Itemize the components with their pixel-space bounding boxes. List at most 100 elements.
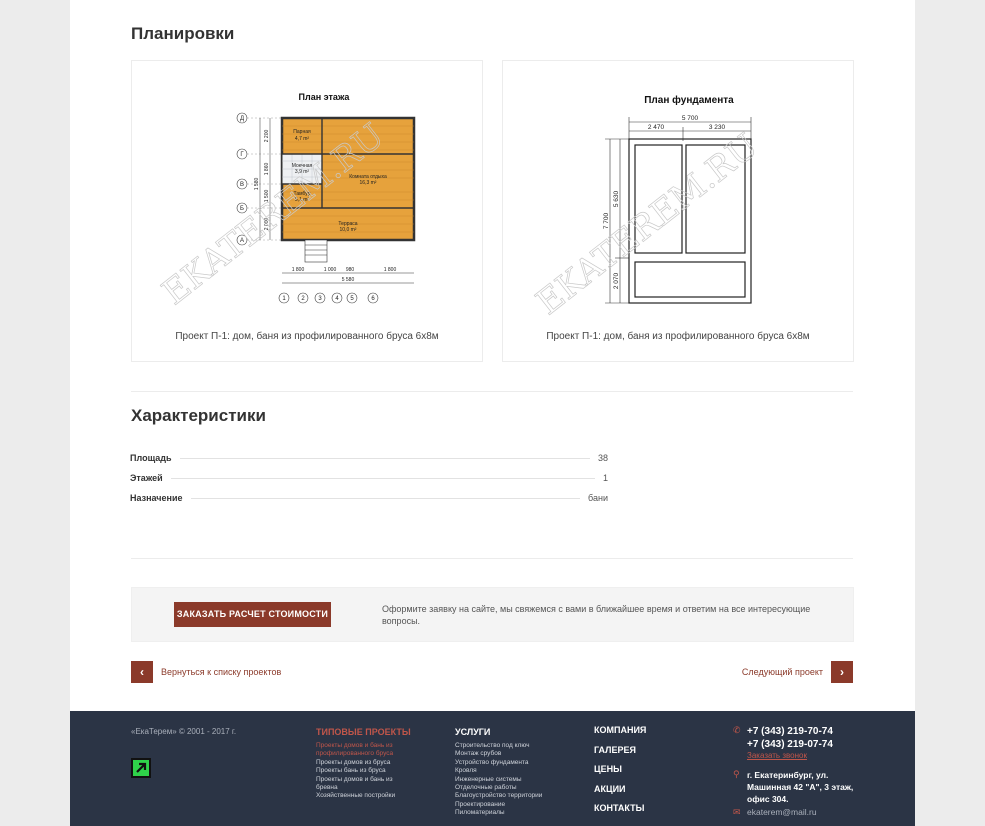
dim-label: 7 700 xyxy=(603,212,610,229)
request-panel: Заказать расчет стоимости Оформите заявк… xyxy=(131,587,854,642)
watermark-text: EKATEREM.RU xyxy=(529,126,766,323)
floor-plan-caption: Проект П-1: дом, баня из профилированног… xyxy=(175,331,439,342)
room-name: Комната отдыха xyxy=(349,174,387,180)
footer-col-title[interactable]: Услуги xyxy=(455,727,491,737)
footer-menu-gallery[interactable]: Галерея xyxy=(594,744,636,755)
char-leader xyxy=(179,457,590,459)
footer-link[interactable]: Монтаж срубов xyxy=(455,750,502,758)
footer-link[interactable]: Проекты домов и бань из xyxy=(316,742,393,749)
dim-label: 1 800 xyxy=(384,267,397,273)
axis-col-label: 2 xyxy=(301,296,305,302)
dim-label: 1 580 xyxy=(254,178,260,191)
next-label[interactable]: Следующий проект xyxy=(741,667,823,677)
footer-menu-contacts[interactable]: Контакты xyxy=(594,803,645,813)
char-label: Площадь xyxy=(130,453,172,463)
footer-menu-promotions[interactable]: Акции xyxy=(594,783,626,794)
footer-menu: Компания Галерея Цены Акции Контакты xyxy=(594,725,646,823)
footer-link[interactable]: Инженерные системы xyxy=(455,775,522,783)
dim-label: 1 860 xyxy=(264,163,270,176)
axis-col-label: 5 xyxy=(350,296,354,302)
floor-plan-card[interactable]: План этажа Д Г В Б А xyxy=(131,60,483,362)
dim-label: 2 200 xyxy=(264,130,270,143)
axis-row-label: Б xyxy=(240,206,244,212)
chevron-right-icon[interactable]: › xyxy=(831,661,853,683)
chevron-left-icon[interactable]: ‹ xyxy=(131,661,153,683)
footer-menu-company[interactable]: Компания xyxy=(594,725,647,735)
footer-link[interactable]: Строительство под ключ xyxy=(455,742,530,749)
footer-menu-prices[interactable]: Цены xyxy=(594,764,622,774)
char-leader xyxy=(170,477,595,479)
back-to-projects-link[interactable]: ‹ Вернуться к списку проектов xyxy=(131,661,281,683)
footer-link[interactable]: Проекты домов и бань из бревна xyxy=(316,775,393,792)
char-value: 38 xyxy=(597,453,608,463)
axis-col-label: 3 xyxy=(318,296,322,302)
footer-link[interactable]: Устройство фундамента xyxy=(455,758,529,766)
room-area: 10,0 m² xyxy=(340,227,357,233)
phone-2[interactable]: +7 (343) 219-07-74 xyxy=(747,739,833,750)
footer-link[interactable]: Благоустройство территории xyxy=(455,792,543,800)
axis-col-label: 1 xyxy=(282,296,286,302)
dim-label: 1 800 xyxy=(292,267,305,273)
plans-heading: Планировки xyxy=(131,24,235,43)
content-page: Планировки План этажа Д Г В Б А xyxy=(70,0,915,711)
axis-row-label: В xyxy=(240,182,244,188)
phone-1[interactable]: +7 (343) 219-70-74 xyxy=(747,726,833,737)
room-area: 5,1 m² xyxy=(295,197,310,203)
footer-contacts: ✆ +7 (343) 219-70-74 +7 (343) 219-07-74 … xyxy=(733,725,873,818)
dim-label: 980 xyxy=(346,267,355,273)
footer-col-title[interactable]: Типовые проекты xyxy=(316,727,411,737)
dim-label: 2 000 xyxy=(264,218,270,231)
dim-label: 2 470 xyxy=(648,124,665,131)
email-link[interactable]: ekaterem@mail.ru xyxy=(747,807,817,817)
footer-link[interactable]: Проекты бань из бруса xyxy=(316,767,386,775)
footer-link[interactable]: профилированного бруса xyxy=(316,750,394,758)
foundation-plan-title: План фундамента xyxy=(644,94,734,106)
char-label: Назначение xyxy=(130,493,183,503)
characteristics-list: Площадь 38 Этажей 1 Назначение бани xyxy=(130,448,608,508)
foundation-plan-card[interactable]: План фундамента 5 700 2 470 3 230 xyxy=(502,60,854,362)
footer-link[interactable]: Пиломатериалы xyxy=(455,809,505,817)
characteristics-heading: Характеристики xyxy=(131,406,266,425)
mail-icon: ✉ xyxy=(733,807,741,817)
site-footer: «ЕкаТерем» © 2001 - 2017 г. Типовые прое… xyxy=(70,711,915,826)
axis-row-label: Д xyxy=(240,116,244,122)
footer-link[interactable]: Проектирование xyxy=(455,800,506,808)
back-label[interactable]: Вернуться к списку проектов xyxy=(161,667,282,677)
room-name: Тамбур xyxy=(294,191,311,197)
foundation-plan-caption: Проект П-1: дом, баня из профилированног… xyxy=(546,331,810,342)
room-name: Терраса xyxy=(338,221,357,227)
floor-plan-title: План этажа xyxy=(299,92,351,102)
copyright: «ЕкаТерем» © 2001 - 2017 г. xyxy=(131,727,237,736)
developer-logo-icon[interactable] xyxy=(131,758,151,778)
divider xyxy=(131,391,853,392)
char-row-floors: Этажей 1 xyxy=(130,468,608,488)
location-pin-icon: ⚲ xyxy=(733,769,740,779)
dim-label: 5 700 xyxy=(682,115,699,122)
axis-row-label: А xyxy=(240,238,244,244)
dim-label: 5 580 xyxy=(342,277,355,283)
next-project-link[interactable]: Следующий проект › xyxy=(742,661,853,683)
footer-link[interactable]: Хозяйственные постройки xyxy=(316,792,396,800)
phone-icon: ✆ xyxy=(733,725,741,735)
footer-link[interactable]: Отделочные работы xyxy=(455,784,517,792)
dim-label: 2 070 xyxy=(613,272,620,289)
char-value: 1 xyxy=(602,473,608,483)
footer-link[interactable]: Проекты домов из бруса xyxy=(316,758,391,766)
footer-typical-projects: Типовые проекты Проекты домов и бань из … xyxy=(316,727,416,801)
room-area: 16,3 m² xyxy=(360,180,377,186)
footer-services: Услуги Строительство под ключ Монтаж сру… xyxy=(455,727,565,818)
footer-link[interactable]: Кровля xyxy=(455,767,477,775)
divider xyxy=(131,558,853,559)
order-estimate-button[interactable]: Заказать расчет стоимости xyxy=(174,602,331,627)
char-row-area: Площадь 38 xyxy=(130,448,608,468)
dim-label: 1 000 xyxy=(324,267,337,273)
foundation-plan-image: План фундамента 5 700 2 470 3 230 xyxy=(529,94,767,323)
room-area: 4,7 m² xyxy=(295,136,310,142)
room-name: Моечная xyxy=(292,163,313,169)
char-row-purpose: Назначение бани xyxy=(130,488,608,508)
char-leader xyxy=(190,497,581,499)
address: г. Екатеринбург, ул. Машинная 42 "А", 3 … xyxy=(747,770,854,804)
callback-link[interactable]: Заказать звонок xyxy=(747,751,807,760)
axis-col-label: 4 xyxy=(335,296,339,302)
axis-col-label: 6 xyxy=(371,296,375,302)
